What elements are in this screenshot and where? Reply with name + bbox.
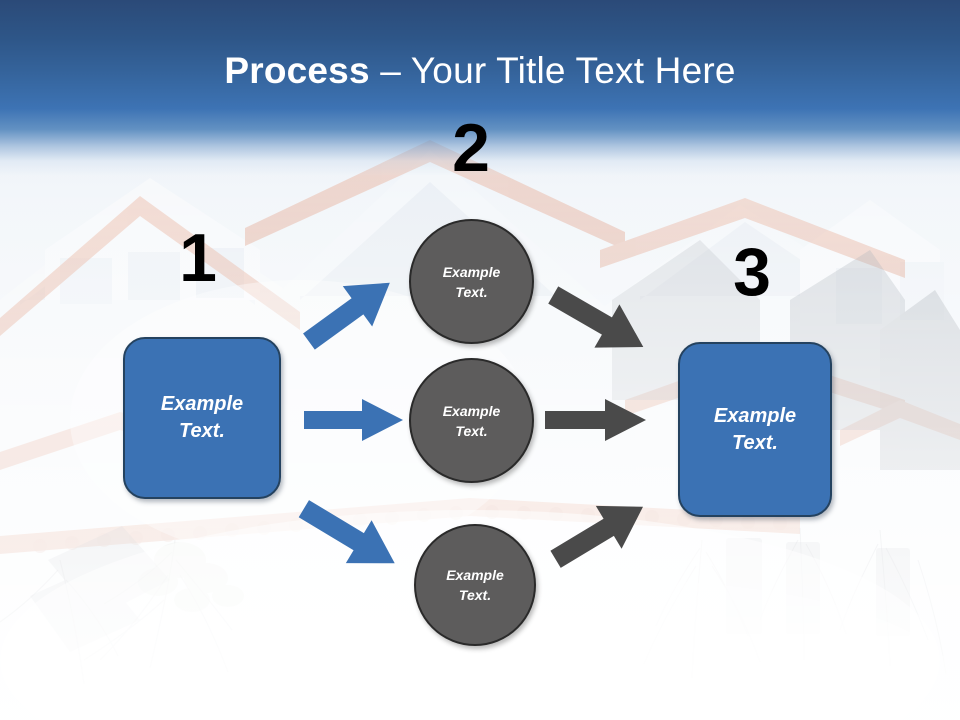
arrow-up-right-gray[interactable] — [548, 497, 654, 568]
process-circle-middle[interactable]: Example Text. — [409, 358, 534, 483]
arrow-up-right-blue[interactable] — [299, 275, 403, 350]
process-box-right-line1: Example — [713, 404, 797, 427]
process-circle-middle-line1: Example — [442, 402, 501, 419]
process-circle-top-line1: Example — [442, 263, 501, 280]
process-circle-middle-line2: Text. — [455, 422, 488, 439]
process-circle-bottom-line2: Text. — [458, 587, 492, 603]
step-number-1: 1 — [179, 220, 217, 296]
process-box-right-line2: Text. — [732, 431, 778, 454]
process-box-left-line1: Example — [160, 393, 244, 415]
process-circle-top-line2: Text. — [455, 283, 488, 300]
process-box-left-line2: Text. — [179, 420, 225, 442]
process-circle-bottom-text: Example Text. — [446, 565, 504, 605]
process-box-right-text: Example Text. — [714, 403, 796, 457]
step-number-3: 3 — [733, 234, 771, 310]
page-title-bold: Process — [224, 50, 370, 91]
process-circle-bottom[interactable]: Example Text. — [414, 524, 536, 646]
process-box-left[interactable]: Example Text. — [123, 337, 281, 499]
process-box-left-text: Example Text. — [161, 391, 243, 445]
process-circle-top[interactable]: Example Text. — [409, 219, 534, 344]
page-title: Process – Your Title Text Here — [0, 49, 960, 93]
arrow-down-right-gray[interactable] — [546, 286, 654, 357]
arrow-right-gray[interactable] — [545, 398, 647, 442]
arrow-right-blue[interactable] — [304, 398, 404, 442]
arrow-down-right-blue[interactable] — [296, 500, 406, 573]
step-number-2: 2 — [452, 110, 490, 186]
page-title-regular: – Your Title Text Here — [369, 50, 736, 91]
process-circle-middle-text: Example Text. — [443, 401, 501, 441]
process-circle-top-text: Example Text. — [443, 262, 501, 302]
process-circle-bottom-line1: Example — [446, 567, 504, 583]
process-box-right[interactable]: Example Text. — [678, 342, 832, 517]
